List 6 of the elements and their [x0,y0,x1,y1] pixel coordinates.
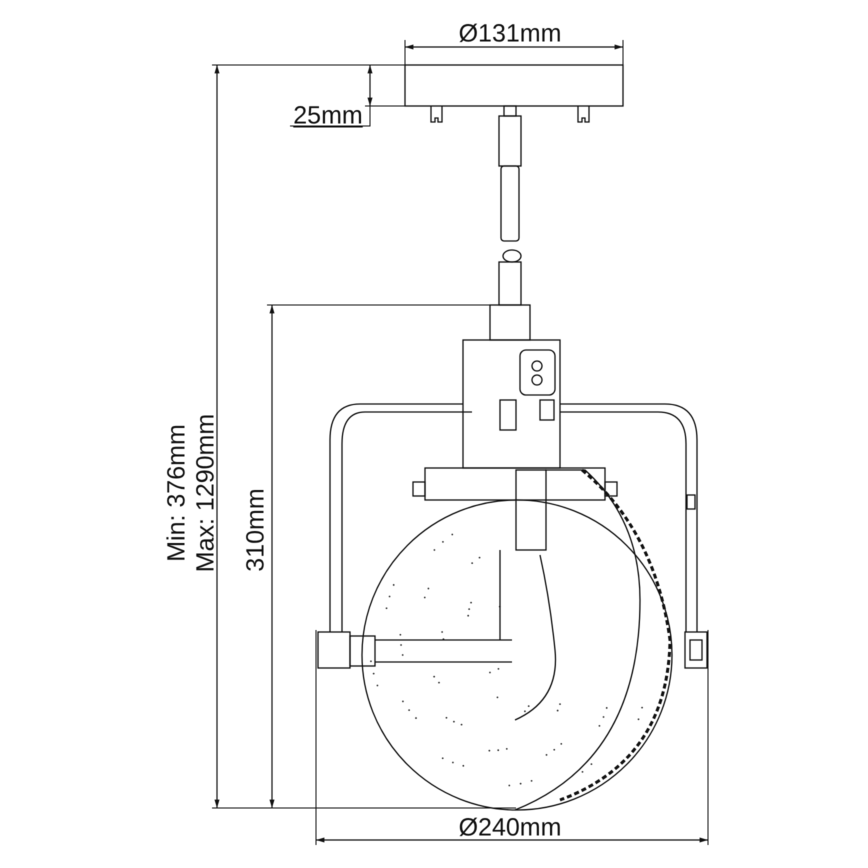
dimension-label: Ø131mm [458,22,562,46]
dimension-label: Ø240mm [458,816,562,840]
dimension-label: 25mm [293,104,363,128]
dimension-label: 310mm [244,488,268,572]
dimension-label: Min: 376mm [164,424,190,562]
dimension-label: Max: 1290mm [194,414,218,572]
